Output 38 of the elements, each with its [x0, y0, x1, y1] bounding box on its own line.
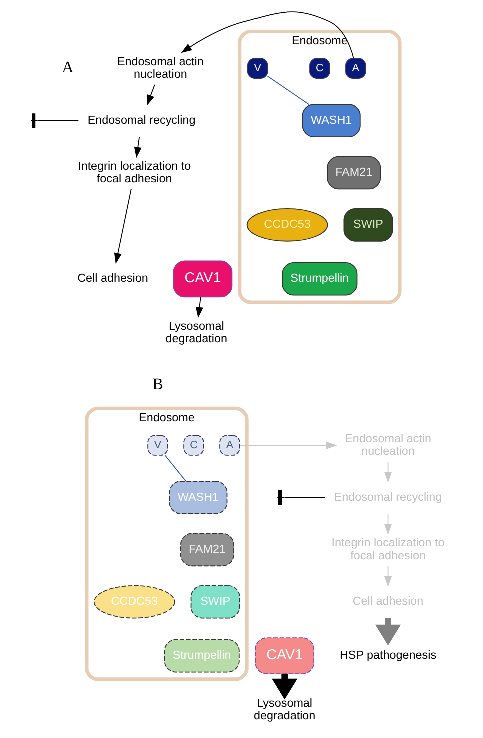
arrow	[384, 566, 392, 588]
node-box: SWIP	[343, 208, 393, 242]
arrow	[180, 12, 354, 60]
node-box: Strumpellin	[164, 639, 240, 673]
arrow	[384, 514, 392, 536]
label: B	[152, 375, 163, 394]
node-box: FAM21	[326, 156, 381, 190]
node-text: Endosomal actin nucleation	[344, 432, 431, 458]
arrow	[146, 84, 155, 106]
connector	[266, 76, 310, 106]
connector	[164, 455, 186, 482]
arrow	[134, 136, 142, 158]
node-ellipse: CCDC53	[93, 585, 175, 619]
label: A	[62, 58, 74, 77]
connector	[30, 120, 79, 122]
node-text: Integrin localization to focal adhesion	[331, 536, 444, 562]
node-text: Endosomal recycling	[87, 114, 196, 127]
node-text: Cell adhesion	[77, 272, 148, 286]
arrow	[384, 461, 392, 483]
arrow	[195, 296, 203, 318]
node-box: Strumpellin	[282, 262, 358, 296]
arrow	[239, 442, 337, 450]
node-box: FAM21	[180, 533, 234, 567]
node-box: CAV1	[172, 260, 232, 298]
node-text: Cell adhesion	[352, 595, 424, 608]
node-text: Lysosomal degradation	[165, 320, 228, 346]
node-box: WASH1	[302, 104, 360, 138]
node-text: Integrin localization to focal adhesion	[78, 160, 191, 186]
node-text: Endosomal actin nucleation	[116, 55, 204, 81]
arrow	[114, 188, 132, 264]
node-text: Lysosomal degradation	[253, 696, 316, 722]
node-box: CAV1	[254, 638, 314, 675]
node-text: Endosomal recycling	[334, 490, 442, 504]
node-text: HSP pathogenesis	[339, 649, 436, 662]
node-box: SWIP	[190, 585, 240, 619]
arrow	[375, 618, 401, 646]
node-ellipse: CCDC53	[246, 208, 328, 242]
node-box: WASH1	[168, 481, 228, 514]
